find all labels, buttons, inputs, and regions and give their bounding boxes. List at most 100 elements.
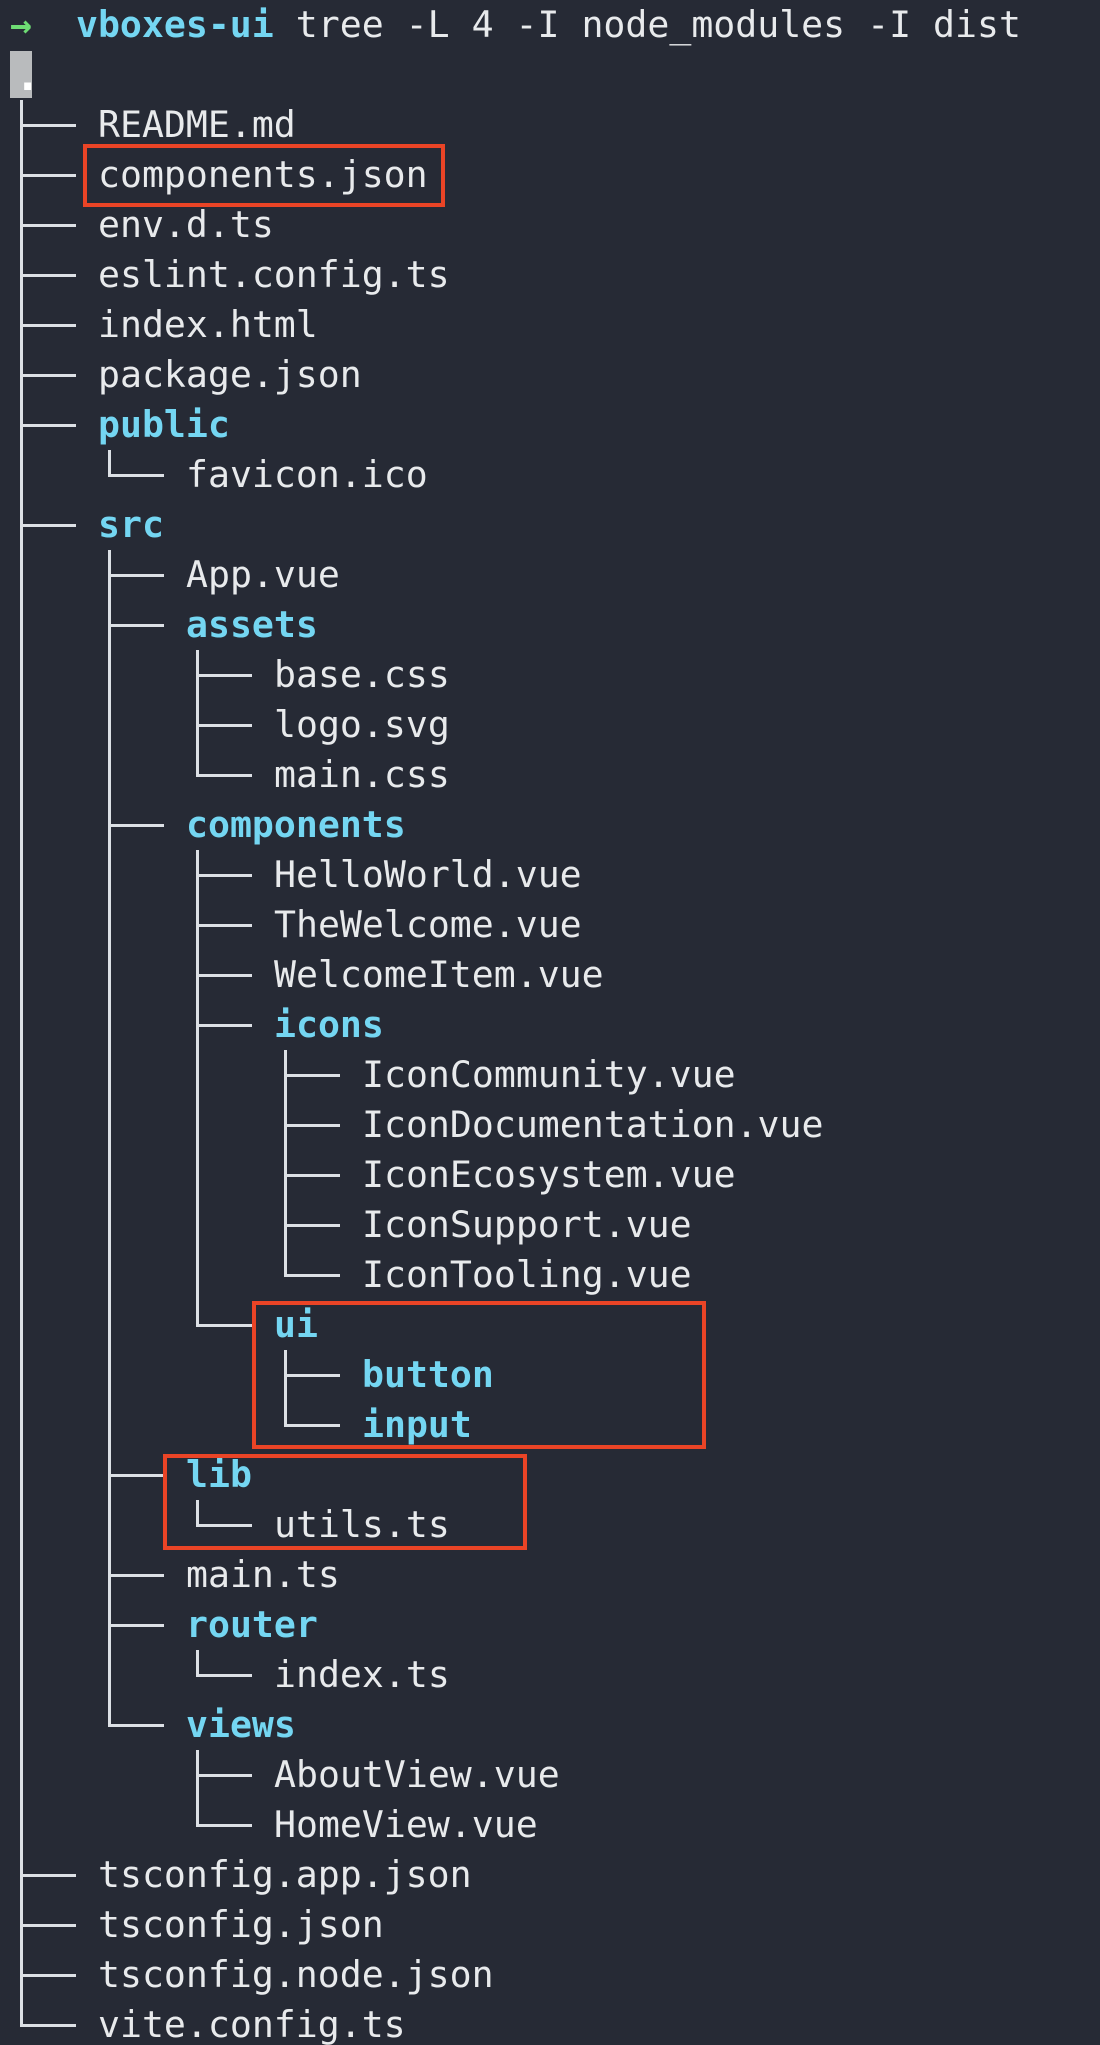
branch-cell [252,650,274,700]
branch-cell [98,950,120,1000]
branch-cell [164,1800,186,1850]
tree-item: tsconfig.app.json [0,1850,1100,1900]
branch-cell [120,750,142,800]
branch-cell [186,1200,208,1250]
branch-cell [208,1300,230,1350]
branch-cell [98,450,120,500]
branch-cell [10,1050,32,1100]
branch-cell [164,550,186,600]
branch-cell [142,800,164,850]
branch-cell [32,400,54,450]
branch-cell [76,1800,98,1850]
branch-cell [120,1100,142,1150]
prompt-arrow-icon: → [10,3,32,46]
branch-cell [76,1100,98,1150]
branch-cell [32,1250,54,1300]
branch-cell [186,750,208,800]
branch-cell [54,550,76,600]
branch-cell [142,1050,164,1100]
branch-cell [230,850,252,900]
branch-cell [54,1500,76,1550]
branch-cell [10,1750,32,1800]
branch-cell [318,1250,340,1300]
branch-cell [10,1200,32,1250]
branch-cell [54,150,76,200]
branch-cell [208,950,230,1000]
branch-cell [142,1650,164,1700]
branch-cell [120,1000,142,1050]
directory-name: input [362,1403,472,1446]
branch-cell [164,1400,186,1450]
branch-cell [76,1850,98,1900]
branch-cell [274,1250,296,1300]
branch-cell [230,1350,252,1400]
terminal-cursor: . [10,51,40,98]
branch-cell [252,1100,274,1150]
branch-cell [32,650,54,700]
branch-cell [230,1200,252,1250]
branch-cell [54,900,76,950]
branch-cell [98,1300,120,1350]
tree-item: IconEcosystem.vue [0,1150,1100,1200]
branch-cell [98,800,120,850]
branch-cell [340,1400,362,1450]
branch-cell [32,1450,54,1500]
file-name: HomeView.vue [274,1803,538,1846]
branch-cell [98,1600,120,1650]
branch-cell [164,1750,186,1800]
branch-cell [120,1650,142,1700]
branch-cell [76,950,98,1000]
branch-cell [186,1800,208,1850]
branch-cell [230,900,252,950]
branch-cell [274,1150,296,1200]
tree-item: eslint.config.ts [0,250,1100,300]
branch-cell [252,1400,274,1450]
file-name: base.css [274,653,450,696]
branch-cell [274,1350,296,1400]
branch-cell [252,1500,274,1550]
branch-cell [10,1700,32,1750]
branch-cell [32,300,54,350]
tree-item: ui [0,1300,1100,1350]
branch-cell [120,1200,142,1250]
branch-cell [230,1150,252,1200]
branch-cell [208,1150,230,1200]
branch-cell [54,800,76,850]
branch-cell [164,1050,186,1100]
branch-cell [32,800,54,850]
branch-cell [10,200,32,250]
branch-cell [10,1300,32,1350]
branch-cell [208,1500,230,1550]
branch-cell [32,1800,54,1850]
file-name: vite.config.ts [98,2003,406,2045]
branch-cell [54,1950,76,2000]
branch-cell [142,550,164,600]
branch-cell [32,700,54,750]
branch-cell [32,150,54,200]
branch-cell [76,500,98,550]
branch-cell [54,850,76,900]
branch-cell [54,1050,76,1100]
branch-cell [164,700,186,750]
branch-cell [340,1100,362,1150]
branch-cell [186,1750,208,1800]
branch-cell [32,1400,54,1450]
branch-cell [142,900,164,950]
branch-cell [274,1100,296,1150]
branch-cell [76,700,98,750]
tree-root-line: . [0,50,1100,100]
branch-cell [32,1900,54,1950]
branch-cell [54,1450,76,1500]
branch-cell [10,800,32,850]
tree-item: src [0,500,1100,550]
branch-cell [76,750,98,800]
branch-cell [164,850,186,900]
branch-cell [10,600,32,650]
file-name: package.json [98,353,362,396]
directory-name: public [98,403,230,446]
branch-cell [54,450,76,500]
branch-cell [186,1100,208,1150]
branch-cell [230,1250,252,1300]
branch-cell [164,1550,186,1600]
branch-cell [252,1050,274,1100]
